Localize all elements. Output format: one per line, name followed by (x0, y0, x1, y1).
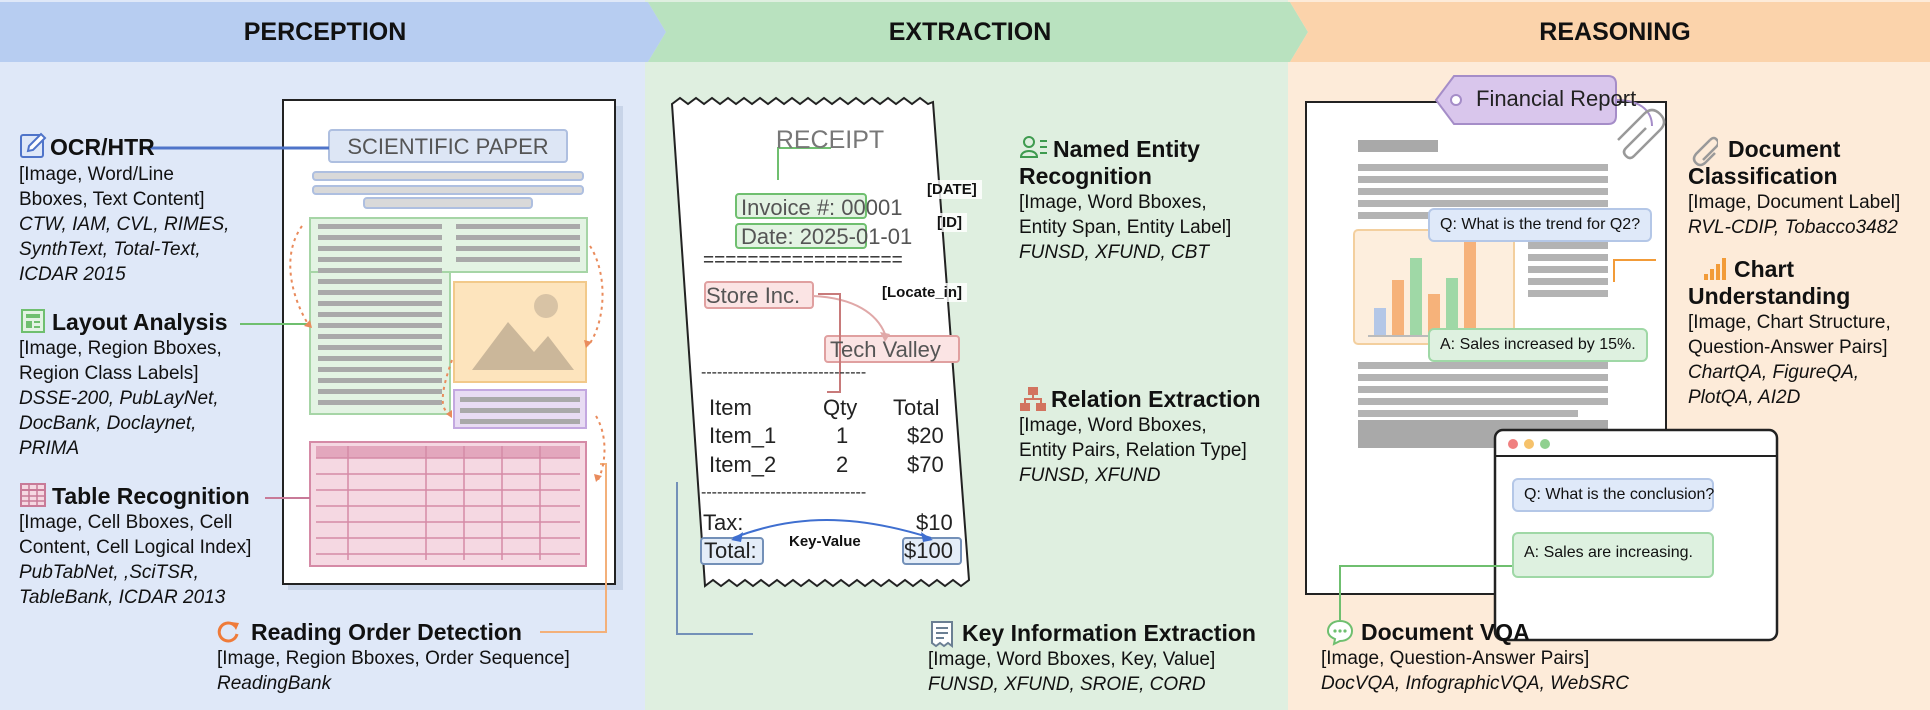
row-2-total: $70 (907, 452, 944, 477)
doc-classification-datasets: RVL-CDIP, Tobacco3482 (1688, 217, 1898, 238)
id-tag: [ID] (932, 213, 967, 232)
perception-header: PERCEPTION (243, 18, 407, 46)
extraction-connectors (676, 147, 841, 635)
separator-equals: ================== (703, 250, 903, 271)
relation-extraction-datasets: FUNSD, XFUND (1019, 465, 1161, 486)
table-recognition-desc-line-2: Content, Cell Logical Index] (19, 537, 252, 558)
row-2-qty: 2 (836, 452, 849, 477)
store-entity: Store Inc. (706, 283, 801, 308)
doc-classification-title-line-2: Classification (1688, 163, 1838, 189)
ner-desc-line-1: [Image, Word Bboxes, (1019, 192, 1207, 213)
ocr-htr-title: OCR/HTR (50, 134, 155, 160)
chart-understanding-title-line-1: Chart (1734, 256, 1795, 282)
refresh-icon (217, 621, 239, 643)
layout-analysis-desc-line-2: Region Class Labels] (19, 363, 199, 384)
chart-question-bubble: Q: What is the trend for Q2? (1428, 208, 1653, 242)
chart-answer-bubble: A: Sales increased by 15%. (1428, 328, 1648, 362)
layout-analysis-title: Layout Analysis (52, 309, 228, 335)
table-recognition-title: Table Recognition (52, 483, 250, 509)
ocr-htr-dataset-line-1: CTW, IAM, CVL, RIMES, (19, 214, 230, 235)
chart-understanding-dataset-line-2: PlotQA, AI2D (1688, 387, 1801, 408)
row-1-qty: 1 (836, 423, 849, 448)
reasoning-header: REASONING (1539, 18, 1691, 46)
ocr-htr-desc-line-1: [Image, Word/Line (19, 164, 174, 185)
date-tag: [DATE] (922, 180, 982, 199)
invoice-field: Invoice #: 00001 (741, 195, 903, 220)
row-1-total: $20 (907, 423, 944, 448)
receipt-icon (931, 621, 953, 648)
col-total-header: Total (893, 395, 940, 420)
ner-datasets: FUNSD, XFUND, CBT (1019, 242, 1209, 263)
pencil-icon (20, 132, 47, 158)
relation-extraction-title: Relation Extraction (1051, 386, 1261, 412)
col-item-header: Item (709, 395, 752, 420)
layout-icon (21, 309, 45, 333)
chart-understanding-title-line-2: Understanding (1688, 283, 1851, 309)
paperclip-icon (1692, 136, 1718, 167)
kie-datasets: FUNSD, XFUND, SROIE, CORD (928, 674, 1206, 695)
total-label: Total: (704, 538, 757, 563)
location-entity: Tech Valley (830, 337, 941, 362)
document-vqa-datasets: DocVQA, InfographicVQA, WebSRC (1321, 673, 1629, 694)
doc-classification-desc: [Image, Document Label] (1688, 192, 1901, 213)
row-2-item: Item_2 (709, 452, 777, 477)
col-qty-header: Qty (823, 395, 858, 420)
chart-understanding-desc-line-2: Question-Answer Pairs] (1688, 337, 1888, 358)
financial-report-tag: Financial Report (1476, 86, 1637, 111)
perception-drawing (143, 99, 623, 633)
separator-dashes-2: ------------------------------- (701, 484, 867, 501)
chat-question-bubble: Q: What is the conclusion? (1512, 478, 1714, 512)
chart-understanding-desc-line-1: [Image, Chart Structure, (1688, 312, 1891, 333)
reading-order-desc: [Image, Region Bboxes, Order Sequence] (217, 648, 570, 669)
header-arrows (0, 2, 1930, 62)
reading-order-dataset: ReadingBank (217, 673, 332, 694)
tax-label: Tax: (703, 510, 744, 535)
hierarchy-icon (1020, 387, 1046, 411)
kie-title: Key Information Extraction (962, 620, 1256, 646)
row-1-item: Item_1 (709, 423, 777, 448)
table-recognition-desc-line-1: [Image, Cell Bboxes, Cell (19, 512, 233, 533)
receipt-title: RECEIPT (775, 126, 885, 154)
layout-analysis-desc-line-1: [Image, Region Bboxes, (19, 338, 222, 359)
bar-chart-icon (1704, 258, 1726, 280)
layout-analysis-dataset-line-1: DSSE-200, PubLayNet, (19, 388, 219, 409)
ocr-htr-desc-line-2: Bboxes, Text Content] (19, 189, 205, 210)
kie-desc: [Image, Word Bboxes, Key, Value] (928, 649, 1216, 670)
layout-analysis-dataset-line-3: PRIMA (19, 438, 80, 459)
chart-understanding-dataset-line-1: ChartQA, FigureQA, (1688, 362, 1860, 383)
reading-order-title: Reading Order Detection (251, 619, 522, 645)
ocr-htr-dataset-line-3: ICDAR 2015 (19, 264, 126, 285)
table-recognition-dataset-line-1: PubTabNet, ,SciTSR, (19, 562, 199, 583)
document-vqa-title: Document VQA (1361, 619, 1530, 645)
chat-answer-bubble: A: Sales are increasing. (1512, 532, 1714, 578)
entity-icon (1019, 136, 1047, 158)
locate-in-tag: [Locate_in] (877, 283, 968, 302)
tax-value: $10 (916, 510, 953, 535)
ner-desc-line-2: Entity Span, Entity Label] (1019, 217, 1232, 238)
key-value-tag: Key-Value (784, 532, 866, 551)
separator-dashes-1: ------------------------------- (701, 364, 867, 381)
date-field: Date: 2025-01-01 (741, 224, 913, 249)
ocr-htr-dataset-line-2: SynthText, Total-Text, (19, 239, 201, 260)
table-recognition-dataset-line-2: TableBank, ICDAR 2013 (19, 587, 226, 608)
ner-title-line-2: Recognition (1019, 163, 1152, 189)
paper-title: SCIENTIFIC PAPER (347, 134, 549, 159)
document-vqa-desc: [Image, Question-Answer Pairs] (1321, 648, 1590, 669)
table-icon (20, 483, 46, 507)
extraction-header: EXTRACTION (888, 18, 1052, 46)
layout-analysis-dataset-line-2: DocBank, Doclaynet, (19, 413, 197, 434)
relation-extraction-desc-line-1: [Image, Word Bboxes, (1019, 415, 1207, 436)
total-value: $100 (904, 538, 953, 563)
chat-icon (1326, 619, 1354, 646)
ner-title-line-1: Named Entity (1053, 136, 1200, 162)
doc-classification-title-line-1: Document (1728, 136, 1841, 162)
relation-extraction-desc-line-2: Entity Pairs, Relation Type] (1019, 440, 1247, 461)
